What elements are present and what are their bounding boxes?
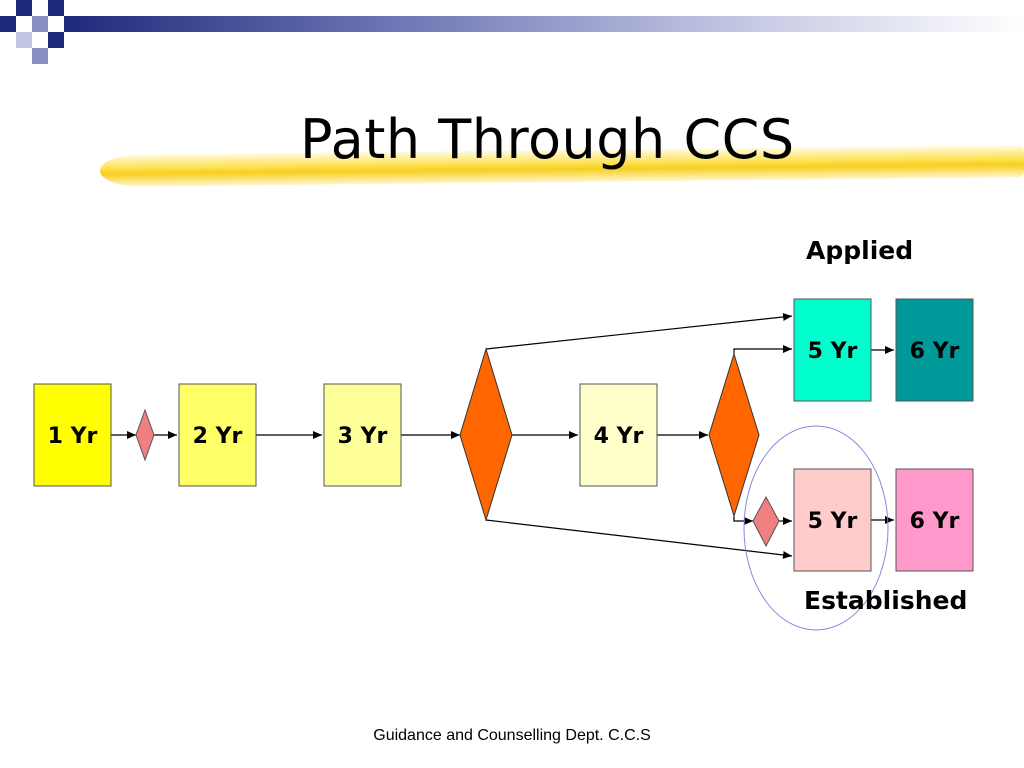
established-circle [743, 425, 889, 631]
arrow-decision-to-established [485, 519, 793, 559]
footer-text: Guidance and Counselling Dept. C.C.S [373, 727, 651, 744]
corner-square [32, 48, 48, 64]
decision-diamond-small [135, 408, 155, 462]
corner-square [32, 16, 48, 32]
corner-decoration [0, 0, 80, 64]
box-established-6-yr-label: 6 Yr [910, 509, 960, 534]
header-bar [64, 16, 1024, 32]
arrow-decision-to-applied [485, 312, 793, 350]
box-1-yr-label: 1 Yr [48, 424, 98, 449]
corner-square [0, 16, 16, 32]
corner-square [16, 0, 32, 16]
established-label: Established [804, 586, 968, 615]
box-applied-6-yr-label: 6 Yr [910, 339, 960, 364]
box-applied-5-yr [793, 298, 872, 402]
box-1-yr [33, 383, 112, 487]
box-3-yr [323, 383, 402, 487]
box-applied-6-yr [895, 298, 974, 402]
box-3-yr-label: 3 Yr [338, 424, 388, 449]
box-established-5-yr-label: 5 Yr [808, 509, 858, 534]
corner-square [48, 0, 64, 16]
corner-square [16, 32, 32, 48]
arrow-decision2-to-small-diamond [733, 516, 753, 525]
box-4-yr [579, 383, 658, 487]
decision-diamond-large [459, 347, 513, 522]
box-2-yr [178, 383, 257, 487]
box-established-5-yr [793, 468, 872, 572]
decision-diamond-small-2 [752, 495, 780, 548]
corner-square [48, 32, 64, 48]
box-4-yr-label: 4 Yr [594, 424, 644, 449]
box-established-6-yr [895, 468, 974, 572]
decision-diamond-large-2 [708, 352, 760, 518]
arrow-decision2-to-applied-5 [733, 345, 792, 354]
applied-label: Applied [806, 236, 914, 265]
page-title: Path Through CCS [300, 108, 795, 171]
box-2-yr-label: 2 Yr [193, 424, 243, 449]
box-applied-5-yr-label: 5 Yr [808, 339, 858, 364]
